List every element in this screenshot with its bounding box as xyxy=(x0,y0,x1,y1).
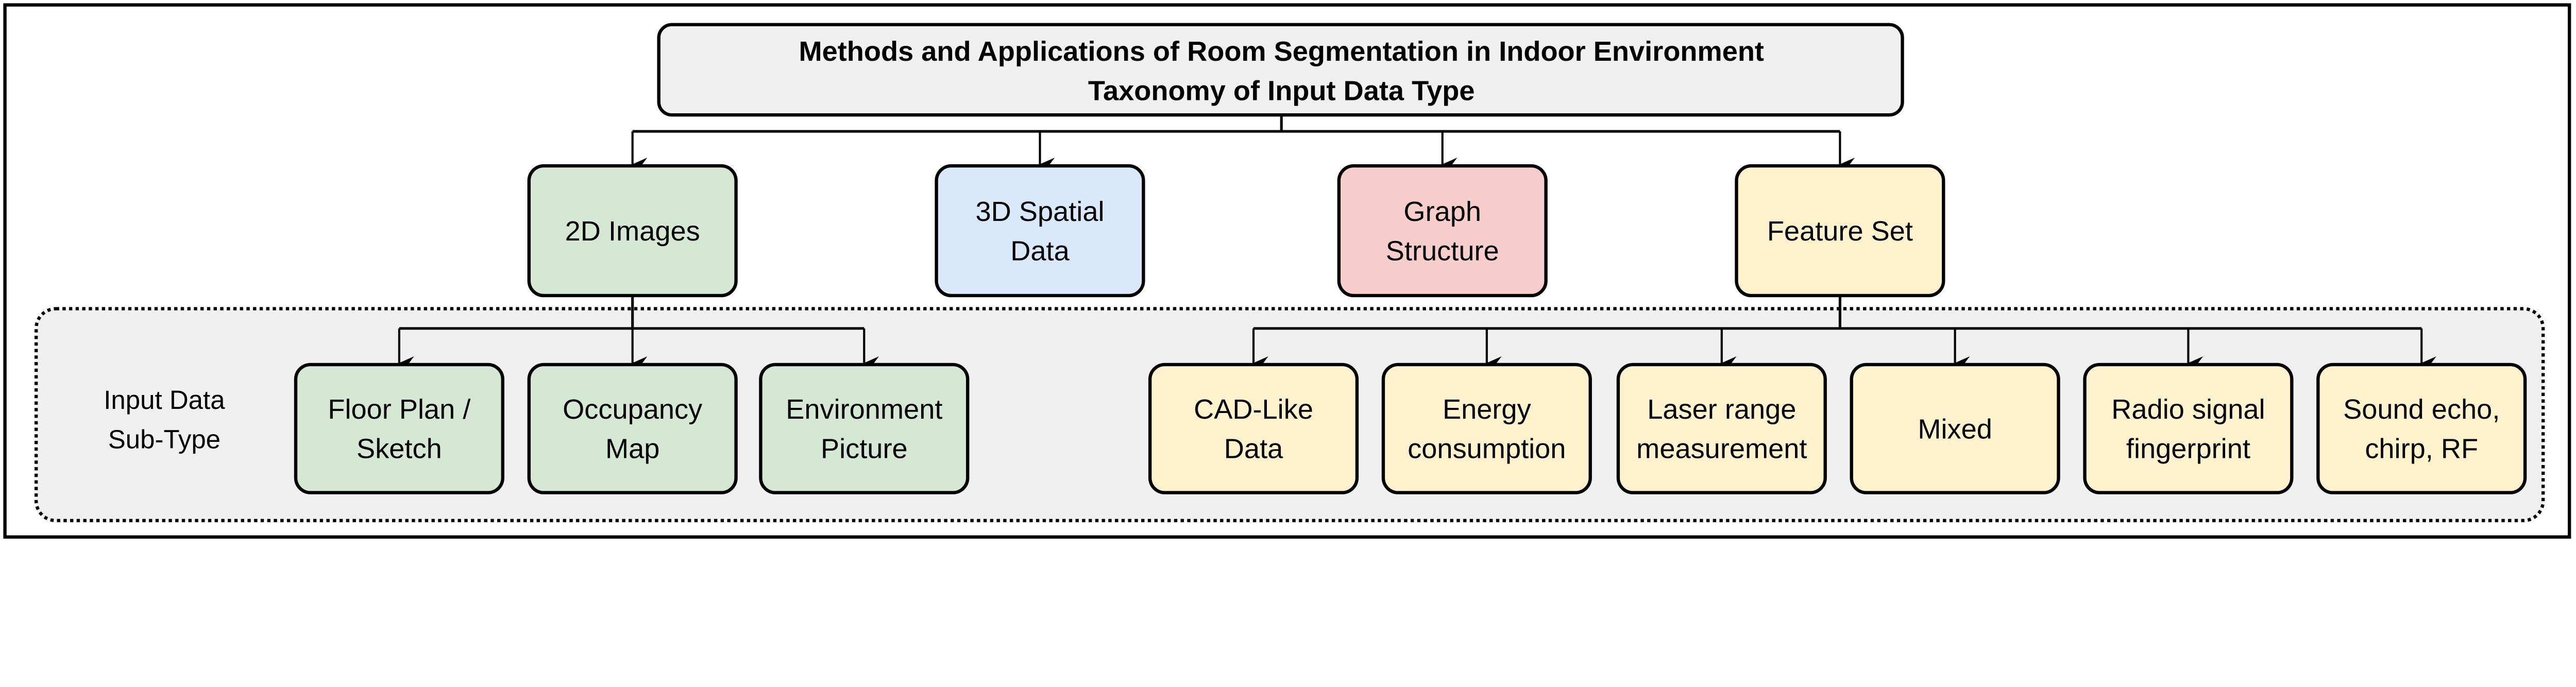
category-3d-spatial-data-label: 3D Spatial xyxy=(975,196,1104,227)
category-graph-structure-label: Structure xyxy=(1386,235,1499,266)
subtype-energy-consumption-label: consumption xyxy=(1408,434,1566,465)
subtype-energy-consumption-label: Energy xyxy=(1443,394,1531,425)
subtype-floor-plan-sketch-label: Floor Plan / xyxy=(328,394,471,425)
taxonomy-diagram: Methods and Applications of Room Segment… xyxy=(3,3,2571,539)
subtype-radio-signal-fingerprint: Radio signal fingerprint xyxy=(2083,363,2294,494)
subtype-radio-signal-fingerprint-label: Radio signal xyxy=(2111,394,2265,425)
category-3d-spatial-data-box xyxy=(935,164,1145,298)
subtype-floor-plan-sketch-box xyxy=(294,363,504,494)
category-2d-images-label: 2D Images xyxy=(565,216,700,247)
subtype-sound-echo-chirp-rf-label: chirp, RF xyxy=(2365,434,2478,465)
subtype-laser-range-measurement-label: measurement xyxy=(1636,434,1807,465)
subtype-sound-echo-chirp-rf: Sound echo, chirp, RF xyxy=(2316,363,2527,494)
subtype-sound-echo-chirp-rf-box xyxy=(2316,363,2527,494)
subtype-cad-like-data-label: CAD-Like xyxy=(1194,394,1313,425)
subtype-mixed-box xyxy=(1850,363,2060,494)
subtype-energy-consumption: Energy consumption xyxy=(1381,363,1592,494)
root-connector xyxy=(632,115,1840,133)
category-graph-structure-label: Graph xyxy=(1403,196,1481,227)
subtype-floor-plan-sketch: Floor Plan / Sketch xyxy=(294,363,504,494)
connectors xyxy=(398,115,2436,370)
category-feature-set-label: Feature Set xyxy=(1767,216,1913,247)
subtype-label-line-1: Input Data xyxy=(104,385,225,415)
category-2d-images: 2D Images xyxy=(527,164,738,298)
subtype-environment-picture-label: Picture xyxy=(821,434,908,465)
subtype-occupancy-map-label: Map xyxy=(605,434,659,465)
subtype-label-line-2: Sub-Type xyxy=(108,425,221,454)
subtype-radio-signal-fingerprint-box xyxy=(2083,363,2294,494)
category-feature-set-box xyxy=(1735,164,1945,298)
subtype-occupancy-map-label: Occupancy xyxy=(563,394,702,425)
subtype-cad-like-data-label: Data xyxy=(1224,434,1283,465)
subtype-environment-picture-box xyxy=(759,363,970,494)
category-feature-set-connector xyxy=(1253,295,2422,330)
subtype-radio-signal-fingerprint-label: fingerprint xyxy=(2126,434,2250,465)
category-3d-spatial-data-label: Data xyxy=(1010,235,1070,266)
subtype-laser-range-measurement-label: Laser range xyxy=(1647,394,1796,425)
subtype-mixed-label: Mixed xyxy=(1918,414,1992,444)
subtype-sound-echo-chirp-rf-label: Sound echo, xyxy=(2343,394,2500,425)
subtype-cad-like-data-box xyxy=(1148,363,1359,494)
category-feature-set: Feature Set xyxy=(1735,164,1945,298)
category-2d-images-box xyxy=(527,164,738,298)
title-line-1: Methods and Applications of Room Segment… xyxy=(799,36,1764,67)
subtype-floor-plan-sketch-label: Sketch xyxy=(357,434,442,465)
subtype-environment-picture-label: Environment xyxy=(786,394,942,425)
subtype-occupancy-map-box xyxy=(527,363,738,494)
subtype-mixed: Mixed xyxy=(1850,363,2060,494)
subtype-laser-range-measurement-box xyxy=(1616,363,1827,494)
title-line-2: Taxonomy of Input Data Type xyxy=(1088,76,1475,107)
subtype-energy-consumption-box xyxy=(1381,363,1592,494)
subtype-laser-range-measurement: Laser range measurement xyxy=(1616,363,1827,494)
category-graph-structure-box xyxy=(1337,164,1548,298)
